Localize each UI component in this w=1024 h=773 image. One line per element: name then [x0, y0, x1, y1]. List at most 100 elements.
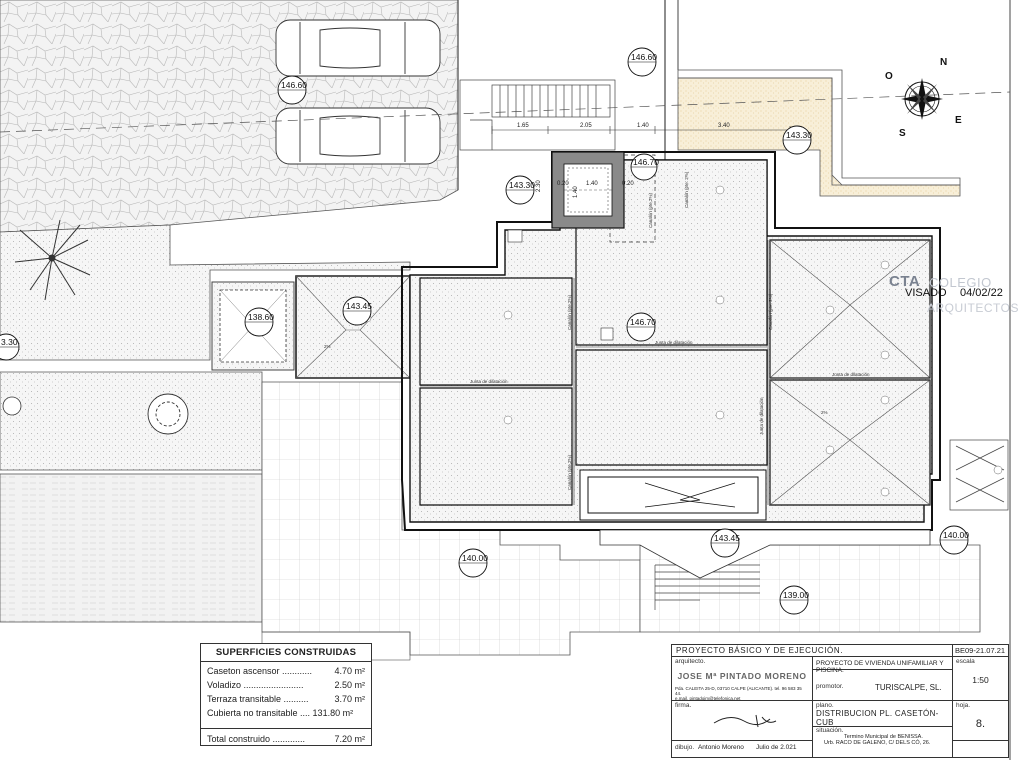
- surfaces-row: Cubierta no transitable .... 131.80 m²: [201, 706, 371, 720]
- level-marker: 140.00: [939, 525, 969, 555]
- slope-label: Canalón (pte. 2%): [768, 293, 773, 330]
- sheet-number: 8.: [975, 718, 986, 730]
- expansion-joint-label: Junta de dilatación: [655, 340, 693, 345]
- palm-tree: [14, 219, 91, 301]
- shrub: [147, 393, 189, 435]
- level-marker: 146.70: [626, 312, 656, 342]
- level-marker: 139.00: [779, 585, 809, 615]
- promoter-name: TURISCALPE, SL.: [875, 683, 942, 692]
- surfaces-row-value: 4.70 m²: [334, 666, 365, 676]
- drawn-by: Antonio Moreno: [697, 744, 744, 751]
- svg-text:143.30: 143.30: [509, 180, 535, 190]
- svg-text:143.45: 143.45: [714, 533, 740, 543]
- skylight: [579, 469, 767, 521]
- project-description: PROYECTO DE VIVIENDA UNIFAMILIAR Y PISCI…: [813, 657, 952, 674]
- signature: [713, 714, 777, 728]
- dimension-text: 2.30: [536, 180, 542, 192]
- compass-letter: E: [955, 115, 962, 126]
- scale-label: escala: [956, 658, 975, 665]
- roof-143-45: [295, 275, 411, 379]
- level-marker: 140.00: [458, 548, 488, 578]
- level-marker: 143.45: [342, 296, 372, 326]
- title-block: PROYECTO BÁSICO Y DE EJECUCIÓN. BE09-21.…: [671, 644, 1009, 758]
- stair-flight: [459, 79, 616, 151]
- pool: [0, 473, 263, 623]
- svg-text:140.00: 140.00: [462, 553, 488, 563]
- sheet-label: hoja.: [956, 702, 971, 709]
- cantilever: [599, 529, 931, 579]
- side-stair: [949, 439, 1009, 511]
- scale-value: 1:50: [972, 675, 989, 685]
- architect-name: JOSE Mª PINTADO MORENO: [677, 671, 807, 681]
- gravel-terrace-lower: [0, 371, 263, 471]
- gravel-terrace: [0, 224, 411, 361]
- compass-letter: S: [899, 128, 906, 139]
- slope-label: Canalón (pte.2%): [648, 192, 653, 228]
- svg-text:3.30: 3.30: [1, 337, 18, 347]
- level-marker: 146.70: [630, 153, 659, 181]
- car-top: [275, 19, 441, 77]
- surfaces-row-label: Terraza transitable ..........: [207, 694, 309, 704]
- stamp-ghost-text: COLEGIO: [929, 275, 992, 290]
- situation-line: Termino Municipal de BENISSA.: [844, 734, 923, 740]
- svg-text:143.45: 143.45: [346, 301, 372, 311]
- reference-line: [0, 91, 1011, 133]
- situation-line: Urb. RACO DE GALENO, C/ DELS CÓ, 26.: [824, 740, 931, 746]
- dimension-text: 1.40: [637, 123, 649, 129]
- architect-address: Pda. CALEITA 25-D, 03710 CALPE (ALICANTE…: [675, 686, 802, 696]
- surfaces-row: Voladizo ........................ 2.50 m…: [201, 678, 371, 692]
- situation-label: situación.: [816, 727, 844, 734]
- expansion-joint-lines: [420, 240, 930, 505]
- lift-shaft: [551, 151, 625, 229]
- dimension-text: 0.20: [557, 181, 569, 187]
- svg-text:146.70: 146.70: [633, 157, 659, 167]
- drawing-date: Julio de 2.021: [756, 744, 797, 751]
- surfaces-row-label: Cubierta no transitable .... 131.80 m²: [207, 708, 354, 718]
- surfaces-table: SUPERFICIES CONSTRUIDAS Caseton ascensor…: [200, 643, 372, 746]
- level-marker: 143.30: [782, 125, 812, 155]
- slope-pct: 2%: [821, 410, 828, 415]
- svg-text:140.00: 140.00: [943, 530, 969, 540]
- project-code: BE09-21.07.21: [953, 645, 1008, 657]
- promoter-label: promotor.: [816, 683, 844, 690]
- level-marker: 146.60: [277, 75, 307, 105]
- stamp-brand: CTA: [889, 273, 921, 290]
- surfaces-row-label: Voladizo ........................: [207, 680, 304, 690]
- dimension-text: 1.40: [573, 186, 579, 198]
- surfaces-total-label: Total construido .............: [207, 734, 306, 744]
- dimension-text: 3.40: [718, 123, 730, 129]
- signature-label: firma.: [675, 702, 692, 709]
- surfaces-row: Caseton ascensor ............ 4.70 m²: [201, 664, 371, 678]
- surfaces-title: SUPERFICIES CONSTRUIDAS: [201, 644, 371, 662]
- plan-name: DISTRIBUCION PL. CASETÓN-CUB: [816, 709, 939, 727]
- approval-stamp: COLEGIO CTA VISADO 04/02/22 ARQUITECTOS: [889, 273, 1019, 327]
- slope-label: Canalón (pte.2%): [567, 294, 572, 330]
- car-bottom: [275, 107, 441, 165]
- slope-label: Canalón (pte. 2%): [684, 171, 689, 208]
- dimension-text: 1.40: [586, 181, 598, 187]
- stamp-ghost-text: ARQUITECTOS: [927, 301, 1019, 315]
- svg-text:146.60: 146.60: [281, 80, 307, 90]
- dimension-text: 2.05: [580, 123, 592, 129]
- surfaces-row-value: 3.70 m²: [334, 694, 365, 704]
- surfaces-row: Terraza transitable .......... 3.70 m²: [201, 692, 371, 706]
- svg-text:146.60: 146.60: [631, 52, 657, 62]
- shrub-small: [2, 396, 22, 416]
- level-marker: 146.60: [627, 47, 657, 77]
- level-marker: 143.30: [505, 175, 535, 205]
- level-marker: 143.45: [710, 528, 740, 558]
- project-header: PROYECTO BÁSICO Y DE EJECUCIÓN.: [672, 645, 953, 657]
- surfaces-total: Total construido ............. 7.20 m²: [201, 732, 371, 746]
- dimension-text: 1.65: [517, 123, 529, 129]
- roof-outline: [401, 151, 941, 531]
- expansion-joint-label: Junta de dilatación: [832, 372, 870, 377]
- plan-label: plano.: [816, 702, 834, 709]
- surfaces-total-value: 7.20 m²: [334, 734, 365, 744]
- expansion-joint-label: Junta de dilatación: [759, 397, 764, 435]
- expansion-joint-label: Junta de dilatación: [470, 379, 508, 384]
- slope-pct: 2%: [324, 344, 331, 349]
- level-marker: 3.30: [0, 333, 20, 361]
- compass-rose: [901, 78, 943, 120]
